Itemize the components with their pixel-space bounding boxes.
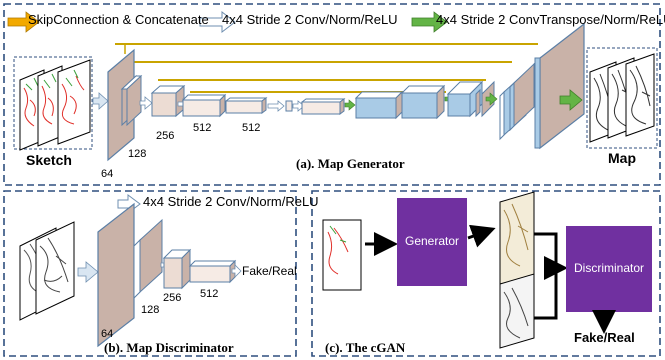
disc-block-256 [163,257,183,289]
discriminator-box-label: Discriminator [573,261,644,275]
gen-channel-512a: 512 [193,122,212,134]
panel-c-border [311,190,661,357]
gen-channel-256: 256 [156,130,175,142]
discriminator-caption: (b). Map Discriminator [104,340,234,355]
decoder-block-1 [301,101,341,115]
encoder-block-64 [107,48,135,162]
generator-caption: (a). Map Generator [296,156,405,171]
map-frame [586,47,658,149]
encoder [107,48,305,162]
decoder-block-3 [401,92,438,119]
disc-input-map-stack [19,221,75,321]
cgan-sketch-image [322,219,362,291]
discriminator-box [566,226,652,312]
convtranspose-legend-icon [411,11,448,33]
skip-legend-icon [7,11,40,33]
panel-b-border [3,190,297,357]
disc-legend-label: 4x4 Stride 2 Conv/Norm/ReLU [143,194,319,209]
cgan-panel [322,191,652,349]
disc-encoder [97,202,237,348]
map-label: Map [608,150,636,166]
encoder-block-128 [126,74,142,127]
decoder-block-4 [447,93,471,117]
disc-channel-512: 512 [200,288,219,300]
decoder [300,22,585,150]
gen-channel-128: 128 [128,148,147,160]
arrow-generator-to-fake [467,224,496,248]
cgan-output-label: Fake/Real [574,330,635,345]
map-image-stack [589,53,655,143]
cgan-caption: (c). The cGAN [325,340,406,355]
disc-output-label: Fake/Real [242,264,297,278]
generator-box [397,198,467,286]
decoder-block-6 [539,22,585,150]
encoder-block-512a [182,99,221,117]
disc-block-512 [189,265,231,283]
disc-block-64 [97,202,135,348]
sketch-image-stack [19,59,91,151]
decoder-block-2 [355,97,397,119]
disc-block-128 [139,218,163,294]
sketch-label: Sketch [26,152,72,168]
gen-channel-64: 64 [101,168,114,180]
legend-convtranspose-label: 4x4 Stride 2 ConvTranspose/Norm/ReLU [436,12,665,27]
generator-box-label: Generator [404,234,460,248]
legend-conv-label: 4x4 Stride 2 Conv/Norm/ReLU [222,12,398,27]
conv-legend-icon [199,10,236,34]
encoder-block-256 [151,92,177,117]
encoder-block-512b [225,100,263,114]
gen-channel-512b: 512 [242,122,261,134]
disc-channel-64: 64 [101,328,114,340]
cgan-fake-map [499,191,535,287]
legend-skip-label: SkipConnection & Concatenate [28,12,209,27]
disc-channel-256: 256 [163,292,182,304]
disc-channel-128: 128 [141,304,160,316]
